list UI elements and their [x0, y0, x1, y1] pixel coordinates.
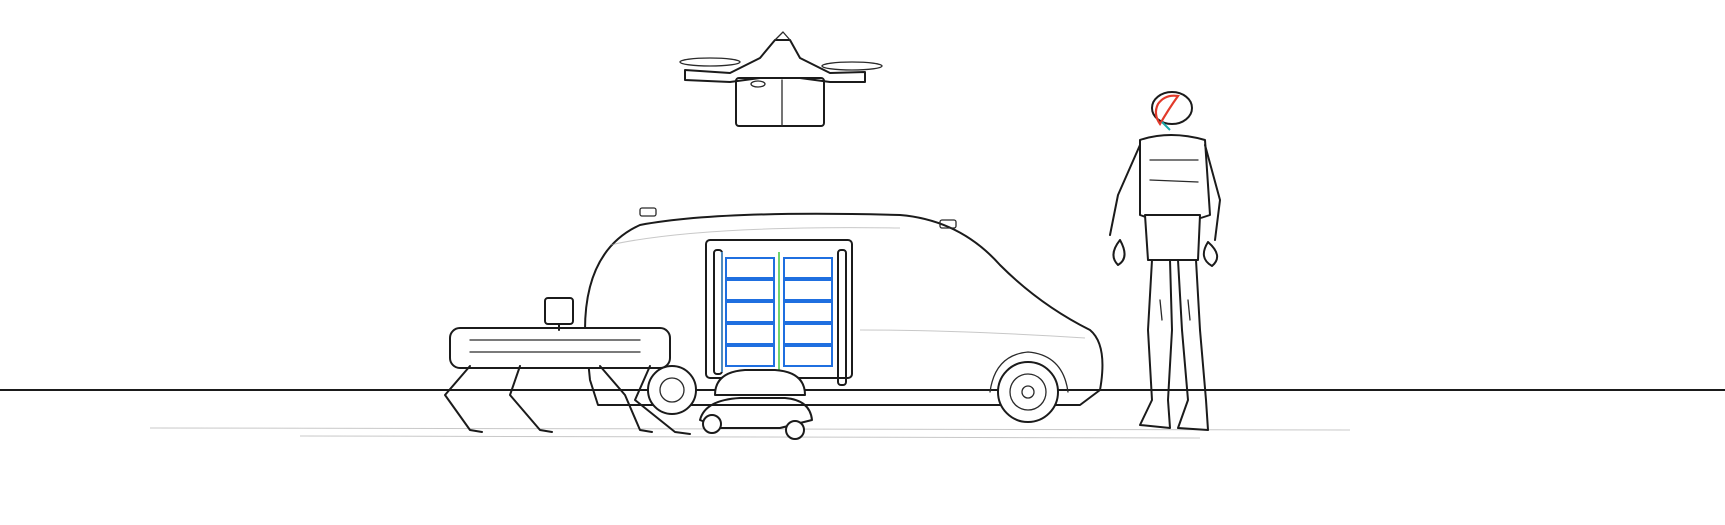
quadruped-robot	[444, 297, 691, 435]
wheeled-robot-wheel	[702, 414, 722, 434]
locker-compartment	[783, 323, 833, 345]
van-side-line	[859, 329, 1086, 339]
parcel-label	[750, 80, 766, 88]
drone-body	[684, 39, 866, 83]
locker-compartments	[721, 252, 833, 372]
van-body	[584, 212, 1104, 406]
roof-sensor	[939, 219, 957, 229]
locker-compartment	[725, 301, 775, 323]
locker-compartment	[783, 257, 833, 279]
locker-compartment	[783, 345, 833, 367]
humanoid-robot	[1109, 91, 1221, 431]
locker-compartment	[783, 301, 833, 323]
wheeled-robot-wheel	[785, 420, 805, 440]
locker-compartment	[725, 257, 775, 279]
van-wheel-front	[997, 361, 1059, 423]
quadruped-body	[449, 327, 671, 369]
quadruped-leg	[444, 365, 483, 433]
humanoid-neck-accent	[1161, 121, 1171, 131]
delivery-drone	[679, 31, 883, 127]
quadruped-leg	[599, 365, 653, 433]
quadruped-sensor-mast	[544, 297, 574, 325]
drone-antenna	[774, 31, 791, 41]
locker-door-left	[713, 249, 723, 375]
ground-shadow-line	[299, 435, 1201, 439]
ground	[0, 389, 1725, 439]
van-wheel-rear	[647, 365, 697, 415]
humanoid-torso	[1139, 134, 1211, 223]
quadruped-leg	[634, 365, 691, 435]
wheeled-robot-base	[699, 397, 813, 429]
locker-compartment	[725, 345, 775, 367]
humanoid-hips	[1144, 214, 1201, 261]
wheeled-delivery-robot	[699, 369, 813, 440]
humanoid-arm-right	[1202, 144, 1221, 267]
wheel-arch	[989, 351, 1069, 393]
locker-compartment	[725, 323, 775, 345]
drone-propeller-left	[679, 57, 741, 67]
delivery-van	[584, 207, 1104, 423]
humanoid-arm-left	[1109, 144, 1141, 266]
humanoid-leg-right	[1177, 259, 1209, 431]
roof-sensor	[639, 207, 657, 217]
van-roof-line	[609, 227, 901, 246]
quadruped-leg	[509, 365, 553, 433]
locker-compartment	[725, 279, 775, 301]
locker-compartment	[783, 279, 833, 301]
humanoid-visor	[1154, 94, 1180, 127]
wheeled-robot-shell	[714, 369, 806, 396]
drone-propeller-right	[821, 61, 883, 71]
humanoid-leg-left	[1139, 259, 1173, 429]
locker-door-right	[837, 249, 847, 386]
drone-parcel	[735, 77, 825, 127]
